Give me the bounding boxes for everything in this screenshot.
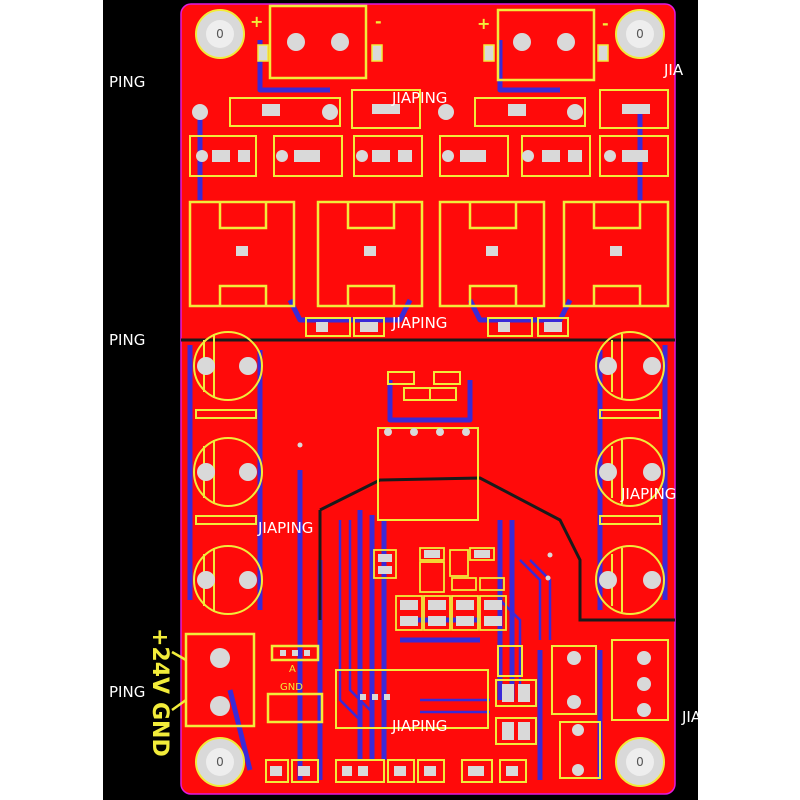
- watermark-mid-center: JIAPING: [392, 314, 448, 332]
- copper-gap-lines: [181, 338, 675, 622]
- mosfet-blocks: [188, 200, 670, 308]
- right-black-panel: [680, 0, 698, 800]
- silk-minus-right: -: [602, 14, 609, 33]
- watermark-right-edge-2: JIA: [682, 708, 702, 726]
- resistor-row: [189, 89, 669, 177]
- mounting-hole-label-bl: 0: [216, 755, 224, 769]
- small-smd-pads: [316, 322, 562, 332]
- thin-bottom-traces: [338, 520, 552, 721]
- watermark-left-edge-1: PING: [109, 73, 146, 91]
- power-terminal: [171, 632, 324, 728]
- silk-ground-label: GND: [147, 702, 172, 757]
- silk-minus-left: -: [375, 12, 382, 31]
- mounting-hole-label-br: 0: [636, 755, 644, 769]
- terminal-right-outline: [496, 8, 596, 82]
- watermark-right-edge-1: JIA: [664, 61, 684, 79]
- smd-cluster-pads: [378, 550, 502, 626]
- capacitor-pads: [197, 357, 661, 589]
- resistor-pads: [192, 104, 650, 162]
- watermark-left-edge-2: PING: [109, 331, 146, 349]
- terminal-pads: [287, 33, 575, 51]
- mounting-hole-label-tl: 0: [216, 27, 224, 41]
- bottom-part-pads: [270, 651, 651, 776]
- silk-power-label: +24V: [147, 628, 172, 695]
- small-smd-row: [305, 317, 569, 337]
- mounting-holes: [195, 9, 665, 787]
- terminal-left-outline: [268, 4, 368, 80]
- power-terminal-pads: [210, 648, 310, 716]
- ic-pads: [297, 428, 553, 581]
- bottom-parts: [265, 639, 669, 783]
- central-ic: [377, 371, 479, 521]
- silk-plus-left: +: [250, 12, 264, 31]
- top-terminals: [268, 4, 596, 82]
- left-black-panel: [103, 0, 183, 800]
- watermark-top-center: JIAPING: [392, 89, 448, 107]
- smd-cluster: [373, 547, 507, 631]
- watermark-right-mid: JIAPING: [621, 485, 677, 503]
- silk-plus-right: +: [477, 14, 491, 33]
- watermark-left-edge-3: PING: [109, 683, 146, 701]
- watermark-left-mid: JIAPING: [258, 519, 314, 537]
- mounting-hole-label-tr: 0: [636, 27, 644, 41]
- silk-pin-a: A: [289, 664, 296, 675]
- terminal-small-pads: [257, 44, 609, 62]
- silk-gnd-small: GND: [280, 682, 303, 693]
- watermark-bottom-center: JIAPING: [392, 717, 448, 735]
- mosfet-pads: [236, 246, 622, 256]
